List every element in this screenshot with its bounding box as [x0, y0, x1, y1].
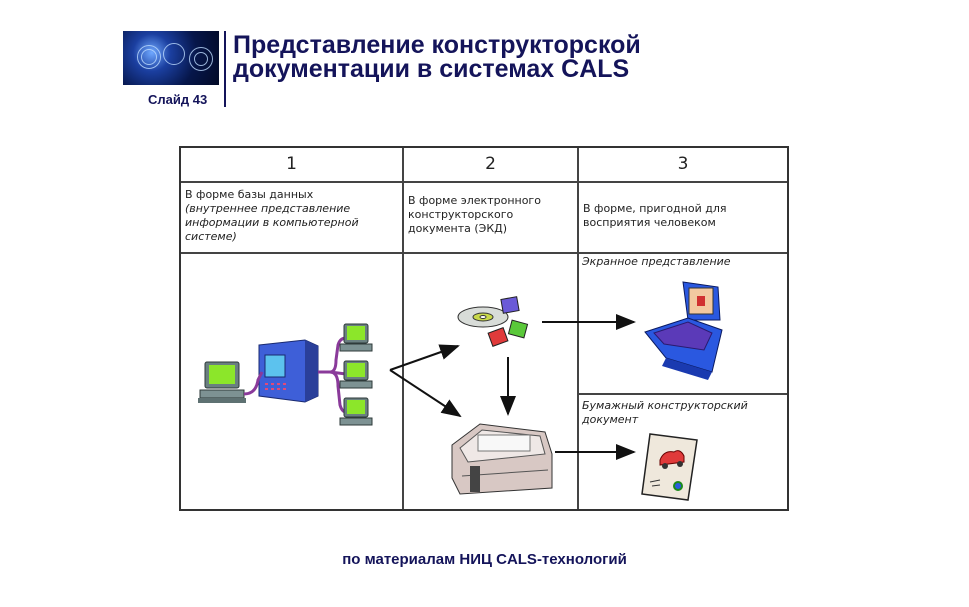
flow-arrows — [389, 314, 636, 460]
title-line-2: документации в системах CALS — [233, 55, 630, 83]
column-number: 1 — [286, 154, 297, 174]
table-divider — [181, 181, 787, 183]
laptop-icon — [644, 281, 723, 380]
paper-document-icon — [641, 433, 698, 501]
table-divider — [402, 148, 404, 509]
column-3-heading: В форме, пригодной для восприятия челове… — [583, 202, 727, 229]
arrow-db-to-disk — [389, 344, 460, 371]
cd-disk-icon — [457, 306, 509, 328]
floppy-disks-icon — [487, 296, 529, 347]
header-divider — [224, 31, 226, 107]
column-number: 2 — [485, 154, 496, 174]
table-divider — [577, 148, 579, 509]
table-divider — [181, 252, 787, 254]
workstation-icon — [198, 361, 246, 403]
paper-document-label: Бумажный конструкторский документ — [582, 399, 748, 426]
table-divider — [578, 393, 787, 395]
title-line-1: Представление конструкторской — [233, 31, 641, 59]
server-icon — [258, 339, 319, 403]
column-2-heading: В форме электронного конструкторского до… — [408, 194, 541, 235]
column-number: 3 — [677, 154, 689, 174]
screen-representation-label: Экранное представление — [582, 255, 731, 268]
client-computer-icon — [339, 323, 373, 352]
column-1-heading: В форме базы данных (внутреннее представ… — [185, 188, 359, 243]
representation-table: 1 2 3 В форме базы данных (внутреннее пр… — [179, 146, 789, 511]
logo-image — [123, 31, 219, 85]
slide-number: Слайд 43 — [148, 92, 208, 107]
page-title: Представление конструкторской документац… — [233, 31, 641, 83]
client-computer-icon — [339, 397, 373, 426]
client-computer-icon — [339, 360, 373, 389]
printer-icon — [451, 423, 553, 495]
arrow-db-to-printer — [389, 369, 462, 418]
source-caption: по материалам НИЦ CALS-технологий — [342, 551, 627, 568]
